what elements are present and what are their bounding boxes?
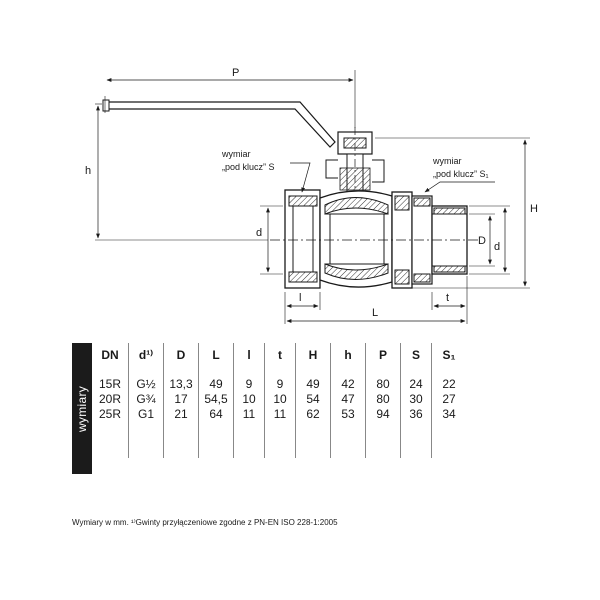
cell-d: G½ — [128, 367, 164, 392]
cell-P: 80 — [365, 392, 401, 407]
label-d-left: d — [256, 227, 262, 239]
note-wrench-s1-line1: wymiar — [432, 156, 462, 166]
cell-L: 54,5 — [198, 392, 234, 407]
note-wrench-s-line2: „pod klucz” S — [222, 162, 275, 172]
cell-dn: 15R — [98, 377, 121, 391]
note-wrench-s-line1: wymiar — [221, 149, 251, 159]
cell-dn: 20R — [98, 392, 121, 406]
label-L: L — [372, 307, 378, 319]
cell-l: 10 — [233, 392, 265, 407]
cell-t: 9 — [264, 367, 296, 392]
cell-h: 53 — [330, 407, 366, 422]
label-H: H — [530, 203, 538, 215]
cell-t: 11 — [264, 407, 296, 422]
header-d-thread: d¹⁾ — [128, 343, 164, 367]
cell-S: 24 — [400, 367, 432, 392]
stem-assembly — [325, 127, 385, 205]
cell-L: 49 — [198, 367, 234, 392]
cell-t: 10 — [264, 392, 296, 407]
header-dn: DN — [101, 348, 119, 362]
header-L: L — [198, 343, 234, 367]
cell-S1: 22 — [431, 367, 466, 392]
note-wrench-s1-line2: „pod klucz” S₁ — [433, 169, 489, 179]
leader-wrench-s1 — [424, 181, 495, 193]
table-side-label: wymiary — [75, 385, 90, 432]
footnote: Wymiary w mm. ¹⁾Gwinty przyłączeniowe zg… — [72, 518, 338, 527]
table-row: 15R G½ 13,3 49 9 9 49 42 80 24 22 — [92, 367, 466, 392]
ball-valve-drawing: P h H d D d l t L wymiar „pod klucz” S w… — [85, 67, 538, 324]
cell-l: 11 — [233, 407, 265, 422]
lever-handle — [102, 99, 336, 148]
table-side-tab: wymiary — [72, 343, 92, 474]
cell-H: 54 — [295, 392, 331, 407]
label-P: P — [232, 67, 239, 79]
cell-S: 30 — [400, 392, 432, 407]
header-H: H — [295, 343, 331, 367]
cell-D: 21 — [163, 407, 199, 422]
cell-L: 64 — [198, 407, 234, 422]
table-spacer-row — [92, 422, 466, 458]
label-d-right: d — [494, 241, 500, 253]
table-header-row: DN d¹⁾ D L l t H h P S S₁ — [92, 343, 466, 367]
cell-d: G¾ — [128, 392, 164, 407]
header-S1: S₁ — [431, 343, 466, 367]
cell-D: 13,3 — [163, 367, 199, 392]
header-D: D — [163, 343, 199, 367]
cell-P: 80 — [365, 367, 401, 392]
cell-dn: 25R — [98, 407, 121, 421]
cell-D: 17 — [163, 392, 199, 407]
header-t: t — [264, 343, 296, 367]
cell-H: 62 — [295, 407, 331, 422]
header-P: P — [365, 343, 401, 367]
header-h: h — [330, 343, 366, 367]
leader-wrench-s — [290, 162, 311, 193]
valve-body-center — [319, 190, 393, 288]
cell-S1: 27 — [431, 392, 466, 407]
header-S: S — [400, 343, 432, 367]
cell-h: 42 — [330, 367, 366, 392]
cell-h: 47 — [330, 392, 366, 407]
label-h: h — [85, 165, 91, 177]
label-t: t — [446, 292, 449, 304]
table-row: 20R G¾ 17 54,5 10 10 54 47 80 30 27 — [92, 392, 466, 407]
cell-P: 94 — [365, 407, 401, 422]
dimension-table: DN d¹⁾ D L l t H h P S S₁ 15R G½ 13,3 49… — [92, 343, 466, 458]
cell-H: 49 — [295, 367, 331, 392]
label-D: D — [478, 235, 486, 247]
cell-S: 36 — [400, 407, 432, 422]
cell-l: 9 — [233, 367, 265, 392]
header-l: l — [233, 343, 265, 367]
label-l: l — [299, 292, 301, 304]
cell-d: G1 — [128, 407, 164, 422]
cell-S1: 34 — [431, 407, 466, 422]
table-row: 25R G1 21 64 11 11 62 53 94 36 34 — [92, 407, 466, 422]
valve-body-right — [391, 191, 468, 289]
